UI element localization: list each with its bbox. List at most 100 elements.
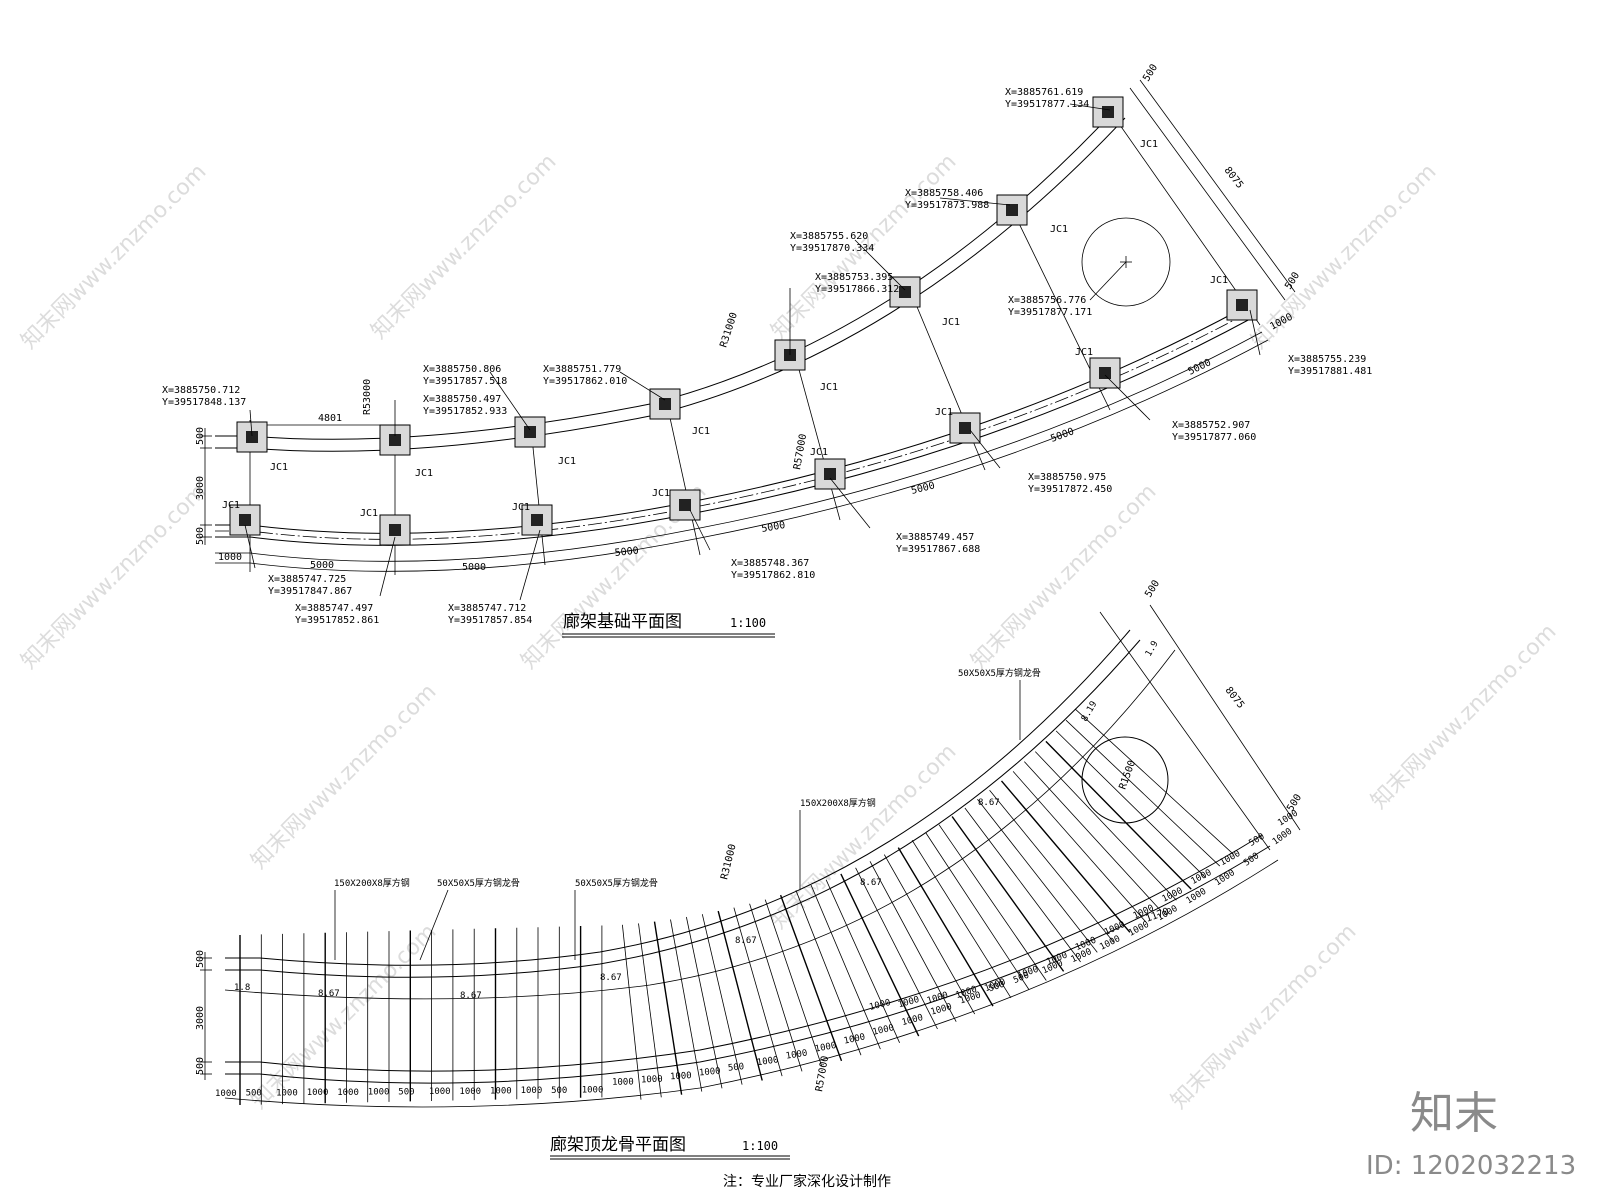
dimension-cell: 1000 bbox=[215, 1089, 237, 1099]
dimension: 5000 bbox=[761, 520, 787, 535]
coord-x: X=3885755.239 bbox=[1288, 354, 1366, 365]
pier-group bbox=[229, 96, 1258, 546]
dimension: 1000 bbox=[218, 552, 242, 563]
drawing-scale: 1:100 bbox=[742, 1139, 778, 1153]
dimension-cell: 1000 bbox=[872, 1023, 895, 1038]
dimension-cell: 1000 bbox=[1271, 827, 1294, 848]
rafter-line bbox=[1055, 730, 1206, 878]
dimension-cell: 1000 bbox=[1041, 959, 1065, 977]
coord-x: X=3885747.497 bbox=[295, 603, 373, 614]
slope-label: 1.9 bbox=[1144, 639, 1161, 658]
dimension: 5000 bbox=[614, 546, 639, 559]
rafter-line bbox=[840, 873, 920, 1037]
rafter-line bbox=[795, 890, 862, 1056]
dimension-cell: 1000 bbox=[521, 1086, 543, 1096]
pier-label: JC1 bbox=[558, 456, 576, 467]
pier-label: JC1 bbox=[1075, 347, 1093, 358]
watermark-text: 知末网www.znzmo.com bbox=[247, 679, 442, 874]
rafter-line bbox=[653, 921, 683, 1095]
pier-label: JC1 bbox=[415, 468, 433, 479]
pier-core bbox=[239, 514, 251, 526]
dimension-cell: 1000 bbox=[670, 1071, 692, 1082]
dimension-cell: 1000 bbox=[641, 1075, 663, 1086]
coord-x: X=3885747.712 bbox=[448, 603, 526, 614]
watermark-text: 知末网www.znzmo.com bbox=[1367, 619, 1562, 814]
coord-x: X=3885752.907 bbox=[1172, 420, 1250, 431]
member-label: 50X50X5厚方钢龙骨 bbox=[437, 877, 520, 889]
coord-y: Y=39517866.312 bbox=[815, 284, 899, 295]
dimension-cell: 1000 bbox=[1161, 886, 1185, 905]
dimension-cell: 1000 bbox=[901, 1013, 925, 1028]
coord-y: Y=39517877.060 bbox=[1172, 432, 1256, 443]
coord-x: X=3885756.776 bbox=[1008, 295, 1086, 306]
spacing-label: 8.67 bbox=[735, 936, 757, 946]
foundation-pier bbox=[1089, 357, 1121, 389]
rafter-line bbox=[1045, 740, 1192, 890]
dimension: 5000 bbox=[910, 480, 936, 497]
pier-core bbox=[1102, 106, 1114, 118]
coord-x: X=3885753.395 bbox=[815, 272, 893, 283]
dimension-cell: 1000 bbox=[1213, 868, 1237, 888]
rafter-line bbox=[622, 924, 642, 1100]
spacing-label: 8.67 bbox=[460, 991, 482, 1001]
dimension-cell: 1000 bbox=[276, 1088, 298, 1098]
rafter-line bbox=[855, 867, 938, 1030]
dimension-cell: 1000 bbox=[1070, 947, 1094, 965]
rafter-line bbox=[733, 907, 783, 1077]
pier-label: JC1 bbox=[360, 508, 378, 519]
coord-y: Y=39517881.481 bbox=[1288, 366, 1372, 377]
dimension: 500 bbox=[195, 427, 206, 445]
rafter-line bbox=[779, 894, 843, 1062]
dimension-cell: 1000 bbox=[307, 1088, 329, 1098]
dimension: 500 bbox=[1141, 62, 1160, 83]
pier-core bbox=[1236, 299, 1248, 311]
coord-y: Y=39517870.334 bbox=[790, 243, 874, 254]
dimension-cell: 1000 bbox=[1218, 849, 1242, 868]
foundation-plan: X=3885750.712 Y=39517848.137 X=3885750.8… bbox=[162, 62, 1372, 638]
pier-label: JC1 bbox=[512, 502, 530, 513]
dimension: 8075 bbox=[1223, 685, 1247, 711]
dimension-cell: 1000 bbox=[1276, 809, 1300, 829]
dimension-cell: 1000 bbox=[1127, 920, 1151, 939]
coord-y: Y=39517857.518 bbox=[423, 376, 507, 387]
dimension-cell: 1000 bbox=[612, 1077, 634, 1087]
radius-label: R57000 bbox=[792, 433, 809, 470]
spacing-label: 8.67 bbox=[860, 878, 882, 888]
pier-label: JC1 bbox=[222, 500, 240, 511]
dimension: 500 bbox=[195, 527, 206, 545]
dimension: 4801 bbox=[318, 413, 342, 424]
dimension-cell: 500 bbox=[246, 1089, 262, 1099]
foundation-pier bbox=[669, 489, 701, 521]
watermark-text: 知末网www.znzmo.com bbox=[967, 479, 1162, 674]
pier-core bbox=[899, 286, 911, 298]
dimension-cell: 1000 bbox=[699, 1067, 721, 1079]
member-label: 150X200X8厚方钢 bbox=[334, 877, 410, 889]
dimension: 3000 bbox=[195, 1006, 206, 1030]
pier-label: JC1 bbox=[1140, 139, 1158, 150]
rafter-line bbox=[717, 910, 763, 1081]
dimension-cell: 500 bbox=[1247, 832, 1266, 849]
rafter-group bbox=[239, 709, 1234, 1105]
drawing-title: 廊架基础平面图 bbox=[563, 612, 682, 632]
rafter-line bbox=[810, 884, 881, 1050]
coord-y: Y=39517877.134 bbox=[1005, 99, 1089, 110]
dimension-cell: 1000 bbox=[1190, 868, 1214, 887]
watermark-text: 知末网www.znzmo.com bbox=[1167, 919, 1362, 1114]
dimension: 8075 bbox=[1222, 165, 1246, 191]
coord-x: X=3885755.620 bbox=[790, 231, 868, 242]
coord-y: Y=39517857.854 bbox=[448, 615, 532, 626]
dimension-cell: 1000 bbox=[814, 1041, 837, 1055]
rafter-line bbox=[1075, 709, 1234, 855]
rafter-line bbox=[701, 914, 743, 1085]
dimension-cell: 500 bbox=[1012, 971, 1031, 986]
rafter-line bbox=[670, 919, 703, 1092]
radius-label: R31000 bbox=[719, 843, 738, 881]
rafter-line bbox=[749, 903, 803, 1072]
rafter-line bbox=[1035, 751, 1177, 901]
drawing-title: 廊架顶龙骨平面图 bbox=[550, 1135, 686, 1155]
rafter-line bbox=[911, 839, 1012, 999]
dimension-cell: 500 bbox=[727, 1062, 744, 1074]
pier-core bbox=[524, 426, 536, 438]
rafter-line bbox=[977, 798, 1098, 953]
